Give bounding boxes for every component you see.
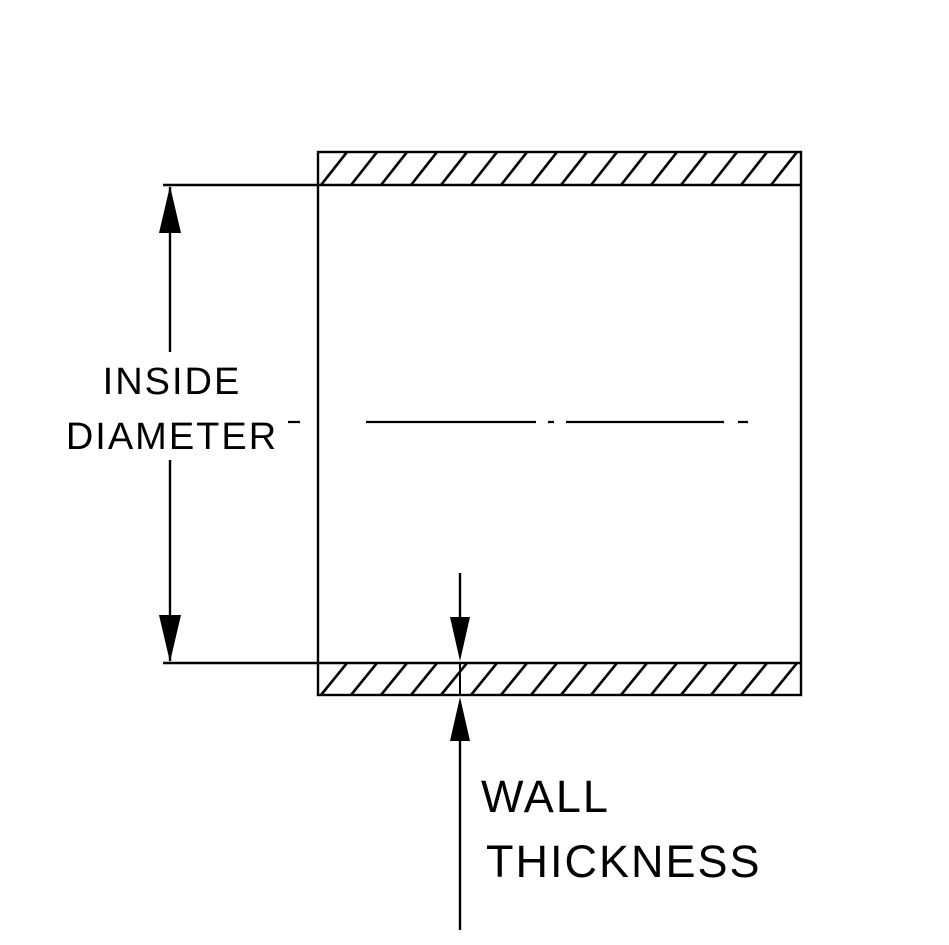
arrowhead-up-icon (159, 186, 181, 233)
inside-diameter-dimension (159, 183, 318, 665)
arrowhead-up-icon (450, 697, 470, 741)
inside-diameter-label-line2: DIAMETER (66, 416, 278, 458)
bottom-wall-hatch (318, 663, 801, 695)
hose-body-outline (316, 150, 803, 697)
inside-diameter-label-line1: INSIDE (103, 361, 242, 403)
arrowhead-down-icon (159, 615, 181, 662)
wall-thickness-label-line1: WALL (481, 771, 610, 822)
wall-thickness-label-line2: THICKNESS (486, 836, 762, 887)
top-wall-hatch (318, 152, 801, 185)
arrowhead-down-icon (450, 617, 470, 661)
wall-thickness-dimension (450, 573, 470, 930)
